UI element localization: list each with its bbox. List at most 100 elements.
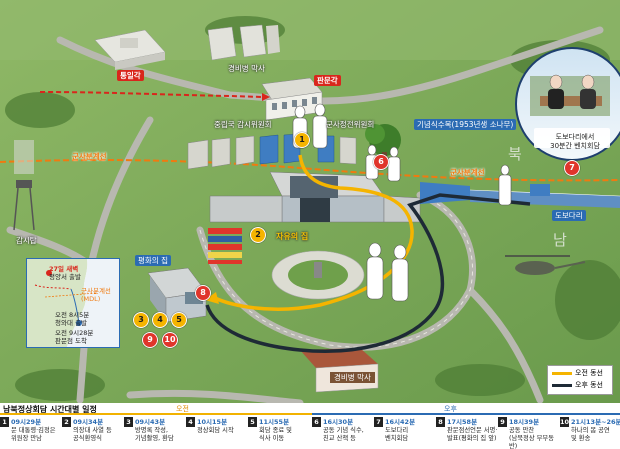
inset-departure-time: 27일 새벽 [49, 265, 79, 273]
timeline-am-label: 오전 [176, 405, 189, 413]
timeline-event-time: 21시13분~26분 [571, 418, 620, 426]
timeline-event-number: 8 [436, 417, 445, 427]
timeline-event-number: 9 [498, 417, 507, 427]
morning-route-arrow-icon [205, 292, 219, 304]
route-legend: 오전 동선 오후 동선 [547, 365, 613, 395]
timeline-am-bar [0, 413, 312, 415]
timeline-event-time: 17시58분 [447, 418, 478, 426]
map-pin-5: 5 [171, 312, 187, 328]
freedom-house-label: 자유의 집 [276, 232, 309, 241]
timeline-event-desc: 방명록 작성, 기념촬영, 환담 [135, 427, 174, 442]
panmungak-label: 판문각 [314, 75, 341, 86]
north-arrival-route [39, 91, 263, 98]
timeline-event-number: 1 [0, 417, 9, 427]
timeline-event-desc: 공동 만찬 (남북정상 부부동반) [509, 427, 555, 449]
timeline-event-desc: 판문점선언문 서명· 발표(평화의 집 앞) [447, 427, 498, 442]
north-barracks-label: 경비병 막사 [228, 64, 265, 73]
timeline-event-time: 09시34분 [73, 418, 104, 426]
map-pin-2: 2 [250, 227, 266, 243]
north-direction-mark: 북 [508, 145, 522, 163]
mdl-right-label: 군사분계선 [450, 168, 485, 177]
timeline-event-time: 09시43분 [135, 418, 166, 426]
timeline-event-desc: 의장대 사열 등 공식환영식 [73, 427, 112, 442]
mdl-left-label: 군사분계선 [72, 152, 107, 161]
peace-house-building [147, 267, 207, 323]
guard-barracks-north [207, 24, 280, 61]
leader-figures [292, 103, 512, 302]
inset-arrive-time: 오전 9시28분 판문점 도착 [55, 329, 94, 345]
inset-departure-place: 평양서 출발 [49, 273, 81, 281]
timeline-event-desc: 회담 종료 및 식사 이동 [259, 427, 292, 442]
legend-am-swatch [552, 371, 572, 375]
central-plaza [271, 250, 365, 300]
timeline-pm-bar [312, 413, 620, 415]
mac-label: 군사정전위원회 [326, 120, 375, 129]
military-demarcation-line [0, 159, 620, 182]
nnsc-label: 중립국 감시위원회 [214, 120, 272, 129]
afternoon-route [205, 193, 531, 353]
timeline-event-number: 2 [62, 417, 71, 427]
dobo-bridge-callout-text: 도보다리에서 30분간 벤치회담 [550, 133, 600, 150]
timeline-event-number: 5 [248, 417, 257, 427]
legend-pm-label: 오후 동선 [575, 381, 603, 389]
timeline-pm-label: 오후 [444, 405, 457, 413]
timeline-event-desc: 정상회담 시작 [197, 427, 234, 434]
helicopter-icon [505, 255, 586, 275]
map-pin-1: 1 [294, 132, 310, 148]
inset-leave-time: 오전 8시5분 청와대 출발 [55, 311, 90, 327]
timeline-event-time: 18시39분 [509, 418, 540, 426]
timeline-event-number: 10 [560, 417, 570, 427]
timeline-event-number: 4 [186, 417, 195, 427]
route-arrow-icon [262, 93, 270, 101]
timeline-event-number: 3 [124, 417, 133, 427]
map-pin-9: 9 [142, 332, 158, 348]
peace-house-label: 평화의 집 [135, 255, 171, 266]
dobo-bridge-label: 도보다리 [552, 210, 586, 221]
timeline-event-desc: 도보다리 벤치회담 [385, 427, 409, 442]
timeline-event-number: 6 [312, 417, 321, 427]
panmungak-building [261, 77, 323, 121]
timeline-event-desc: 하나의 봄 공연 및 환송 [571, 427, 610, 442]
inset-mdl-label: 군사분계선 (MDL) [81, 287, 111, 303]
timeline-event-time: 10시15분 [197, 418, 228, 426]
map-pin-3: 3 [133, 312, 149, 328]
tongilgak-building [94, 29, 166, 70]
map-pin-4: 4 [152, 312, 168, 328]
inset-map-graphic [27, 259, 119, 347]
timeline-event-time: 11시55분 [259, 418, 290, 426]
legend-pm-swatch [552, 383, 572, 387]
timeline-event-desc: 문 대통령·김정은 위원장 만남 [11, 427, 56, 442]
map-pin-6: 6 [373, 154, 389, 170]
timeline-title: 남북정상회담 시간대별 일정 [3, 405, 97, 414]
morning-route [214, 154, 414, 311]
north-field [0, 0, 620, 60]
route-inset-map: 27일 새벽 평양서 출발 군사분계선 (MDL) 오전 8시5분 청와대 출발… [26, 258, 120, 348]
legend-am-label: 오전 동선 [575, 369, 603, 377]
jsa-conference-buildings [187, 133, 357, 170]
map-pin-8: 8 [195, 285, 211, 301]
south-direction-mark: 남 [553, 231, 567, 249]
south-barracks-label: 경비병 막사 [330, 372, 375, 383]
legend-pm-row: 오후 동선 [552, 380, 612, 391]
memorial-tree-label: 기념식수목(1953년생 소나무) [414, 119, 517, 130]
timeline-event-time: 09시29분 [11, 418, 42, 426]
